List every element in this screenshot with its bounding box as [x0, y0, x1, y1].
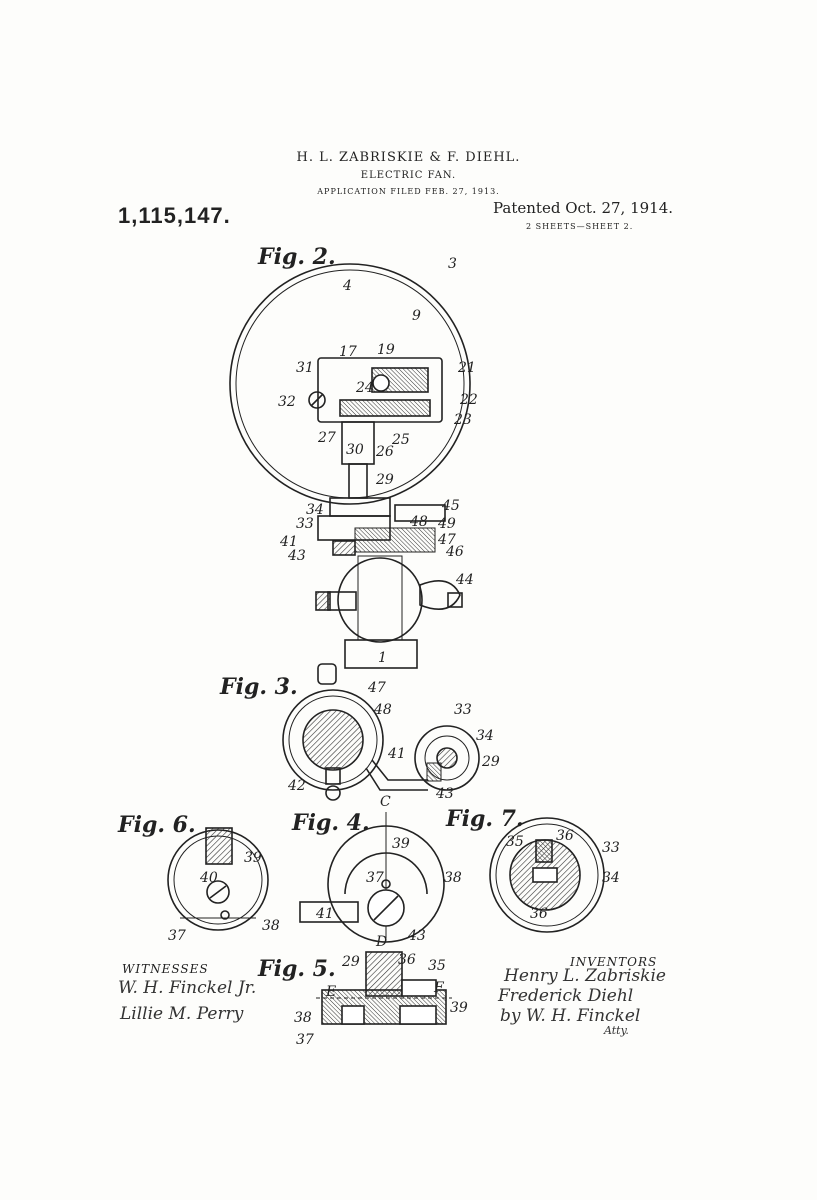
svg-text:47: 47 — [437, 532, 456, 548]
svg-text:43: 43 — [287, 548, 306, 564]
svg-text:9: 9 — [412, 308, 421, 324]
svg-text:37: 37 — [168, 928, 186, 944]
fig3-drawing — [282, 663, 480, 801]
svg-text:36: 36 — [556, 828, 574, 844]
attorney-signature: by W. H. Finckel — [500, 1006, 641, 1026]
fig4-label: Fig. 4. — [292, 810, 370, 836]
svg-text:39: 39 — [244, 850, 262, 866]
svg-text:F: F — [433, 980, 445, 996]
svg-text:43: 43 — [435, 786, 454, 802]
svg-text:47: 47 — [367, 680, 386, 696]
svg-text:26: 26 — [375, 444, 394, 460]
svg-text:C: C — [380, 794, 391, 810]
svg-text:1: 1 — [378, 650, 387, 666]
svg-text:48: 48 — [409, 514, 428, 530]
svg-text:41: 41 — [387, 746, 406, 762]
fig5-drawing — [316, 951, 452, 1025]
svg-text:48: 48 — [373, 702, 392, 718]
fig2-drawing — [229, 263, 471, 669]
svg-text:36: 36 — [530, 906, 548, 922]
svg-text:3: 3 — [448, 256, 457, 272]
svg-text:23: 23 — [453, 412, 472, 428]
svg-text:25: 25 — [391, 432, 410, 448]
fig5-label: Fig. 5. — [258, 956, 336, 982]
svg-text:39: 39 — [392, 836, 410, 852]
svg-text:30: 30 — [346, 442, 364, 458]
svg-text:43: 43 — [407, 928, 426, 944]
inventors-heading: H. L. ZABRISKIE & F. DIEHL. — [296, 150, 521, 165]
svg-text:19: 19 — [377, 342, 395, 358]
svg-text:40: 40 — [199, 870, 218, 886]
witnesses-label: WITNESSES — [122, 962, 209, 976]
svg-text:27: 27 — [317, 430, 336, 446]
svg-text:29: 29 — [341, 954, 360, 970]
fig3-label: Fig. 3. — [220, 674, 298, 700]
svg-text:38: 38 — [294, 1010, 312, 1026]
svg-text:22: 22 — [459, 392, 478, 408]
fig7-drawing — [489, 817, 605, 933]
svg-text:45: 45 — [441, 498, 460, 514]
svg-text:24: 24 — [355, 380, 374, 396]
svg-text:34: 34 — [476, 728, 494, 744]
witness-signature-2: Lillie M. Perry — [120, 1004, 244, 1024]
svg-text:31: 31 — [296, 360, 314, 376]
inventors-label: INVENTORS — [570, 955, 658, 969]
patent-title: ELECTRIC FAN. — [360, 170, 457, 181]
svg-text:35: 35 — [428, 958, 446, 974]
sheet-count: 2 SHEETS—SHEET 2. — [526, 222, 634, 231]
svg-text:49: 49 — [437, 516, 456, 532]
witness-signature-1: W. H. Finckel Jr. — [118, 978, 257, 998]
reference-numerals: 3 4 9 17 19 21 31 24 32 22 23 27 25 26 3… — [168, 256, 620, 1048]
patent-number: 1,115,147. — [118, 203, 231, 228]
svg-text:33: 33 — [296, 516, 314, 532]
svg-text:38: 38 — [444, 870, 462, 886]
attorney-suffix: Atty. — [604, 1024, 629, 1037]
svg-text:32: 32 — [278, 394, 296, 410]
svg-text:29: 29 — [481, 754, 500, 770]
application-filed: APPLICATION FILED FEB. 27, 1913. — [317, 187, 500, 196]
fig2-label: Fig. 2. — [258, 244, 336, 270]
inventor-signature-1: Henry L. Zabriskie — [504, 966, 666, 986]
svg-text:41: 41 — [279, 534, 298, 550]
svg-text:38: 38 — [262, 918, 280, 934]
svg-text:33: 33 — [454, 702, 472, 718]
svg-text:34: 34 — [602, 870, 620, 886]
inventor-signature-2: Frederick Diehl — [498, 986, 634, 1006]
svg-text:34: 34 — [306, 502, 324, 518]
svg-text:35: 35 — [506, 834, 524, 850]
svg-text:17: 17 — [339, 344, 357, 360]
svg-text:33: 33 — [602, 840, 620, 856]
svg-text:37: 37 — [296, 1032, 314, 1048]
fig7-label: Fig. 7. — [446, 806, 524, 832]
svg-text:39: 39 — [450, 1000, 468, 1016]
svg-text:36: 36 — [398, 952, 416, 968]
fig6-drawing — [167, 827, 269, 931]
fig6-label: Fig. 6. — [118, 812, 196, 838]
svg-text:4: 4 — [342, 278, 352, 294]
svg-text:41: 41 — [315, 906, 334, 922]
svg-text:E: E — [325, 984, 336, 1000]
svg-text:44: 44 — [455, 572, 474, 588]
svg-text:D: D — [375, 934, 387, 950]
fig4-drawing — [299, 812, 445, 943]
patented-date: Patented Oct. 27, 1914. — [493, 199, 674, 217]
svg-text:37: 37 — [366, 870, 384, 886]
svg-text:21: 21 — [457, 360, 476, 376]
svg-text:42: 42 — [287, 778, 306, 794]
svg-text:46: 46 — [445, 544, 464, 560]
svg-text:29: 29 — [375, 472, 394, 488]
